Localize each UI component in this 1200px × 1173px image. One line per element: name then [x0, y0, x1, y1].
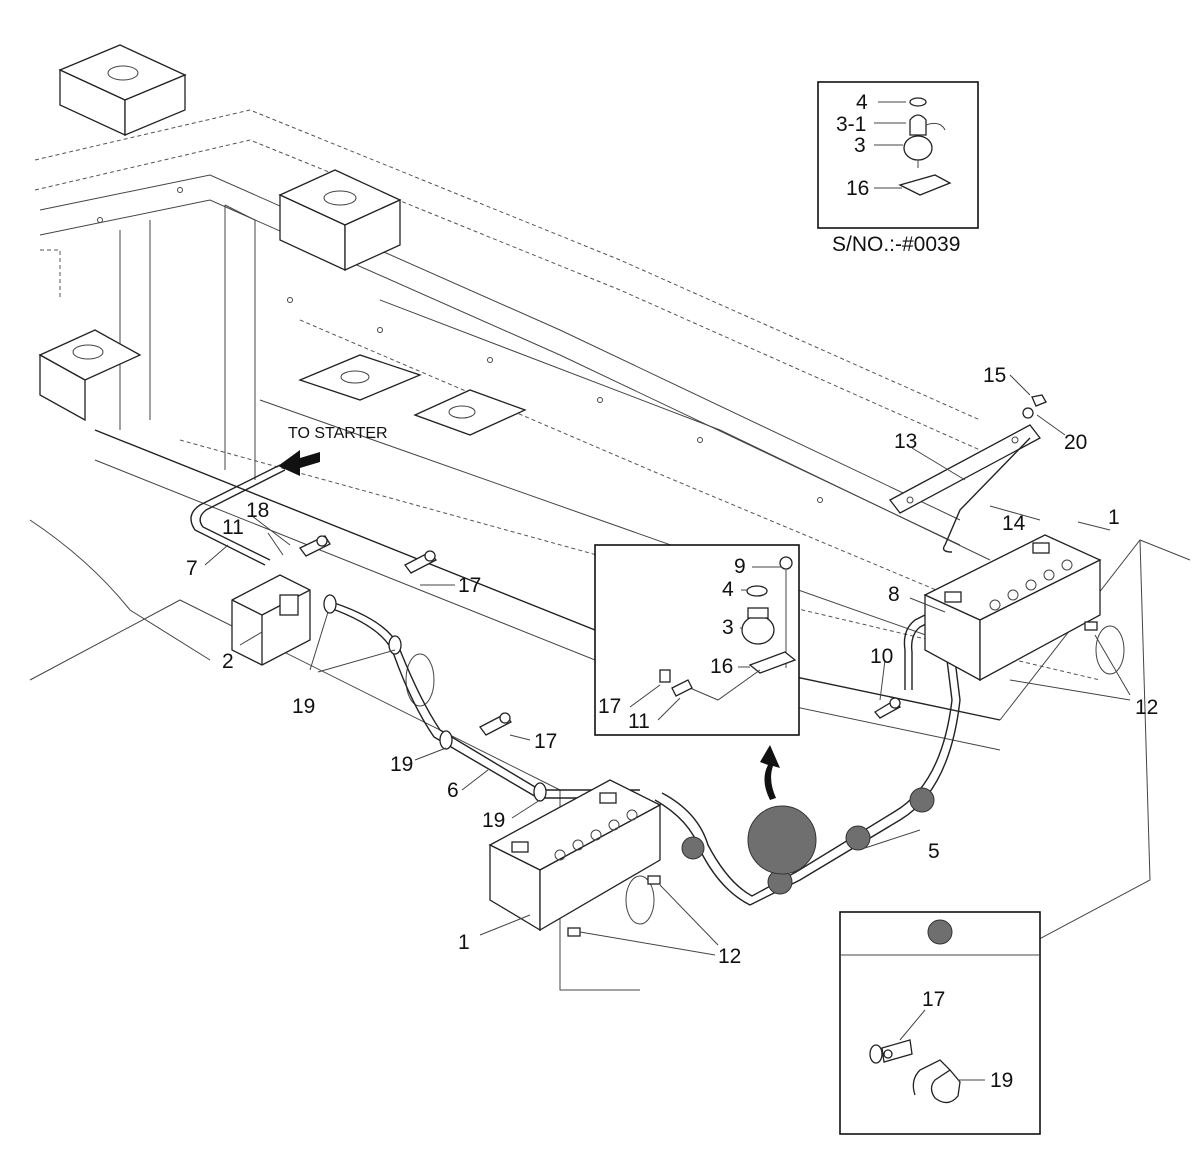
callout-17-b: 17	[534, 730, 557, 753]
callout-16-inset-a: 16	[846, 177, 869, 200]
callout-4-inset-a: 4	[856, 91, 868, 114]
callout-19-c: 19	[482, 809, 505, 832]
leader-lines	[204, 374, 1131, 956]
battery-front	[488, 779, 662, 937]
frame-pedestals	[38, 44, 527, 436]
callout-19-b: 19	[390, 753, 413, 776]
callout-7: 7	[186, 557, 198, 580]
callout-17-inset-clamp: 17	[922, 988, 945, 1011]
battery-hold-down	[889, 394, 1047, 553]
callout-17-a: 17	[458, 574, 481, 597]
callout-1-front: 1	[458, 931, 470, 954]
callout-8: 8	[888, 583, 900, 606]
detail-arrow-icon	[760, 745, 780, 800]
callout-12-rear: 12	[1135, 696, 1158, 719]
cable-clamps	[323, 594, 547, 802]
callout-13: 13	[894, 430, 917, 453]
inset-switch-detail: 9 4 3 16 17 11	[594, 544, 800, 736]
callout-3-inset-a: 3	[854, 134, 866, 157]
callout-5: 5	[928, 840, 940, 863]
callout-2: 2	[222, 650, 234, 673]
callouts: 15 20 13 14 1 8 10 12 5 1 12 17 17 2 7 1…	[186, 364, 1158, 968]
callout-15: 15	[983, 364, 1006, 387]
battery-switch-bracket	[231, 574, 311, 666]
callout-4-inset-b: 4	[722, 578, 734, 601]
callout-9: 9	[734, 555, 746, 578]
callout-19-inset-clamp: 19	[990, 1069, 1013, 1092]
callout-19-a: 19	[292, 695, 315, 718]
callout-3-1: 3-1	[836, 113, 866, 136]
battery-rear	[923, 534, 1102, 682]
callout-20: 20	[1064, 431, 1087, 454]
callout-3-inset-b: 3	[722, 616, 734, 639]
callout-6: 6	[447, 779, 459, 802]
callout-16-inset-b: 16	[710, 655, 733, 678]
callout-14: 14	[1002, 512, 1026, 535]
callout-1-rear: 1	[1108, 506, 1120, 529]
bolts	[299, 535, 901, 736]
inset-clamp-detail: 17 19	[839, 911, 1041, 1135]
callout-12-front: 12	[718, 945, 741, 968]
callout-10: 10	[870, 645, 893, 668]
callout-11-inset: 11	[628, 710, 650, 733]
serial-number-note: S/NO.:-#0039	[832, 233, 960, 256]
cables	[190, 464, 961, 906]
callout-11: 11	[222, 516, 244, 539]
to-starter-label-group: TO STARTER	[278, 425, 388, 476]
callout-17-inset: 17	[598, 695, 621, 718]
to-starter-arrow-icon	[278, 450, 320, 476]
to-starter-label: TO STARTER	[288, 425, 388, 442]
callout-18: 18	[246, 499, 269, 522]
inset-serial-detail: 4 3-1 3 16 S/NO.:-#0039	[817, 81, 979, 256]
